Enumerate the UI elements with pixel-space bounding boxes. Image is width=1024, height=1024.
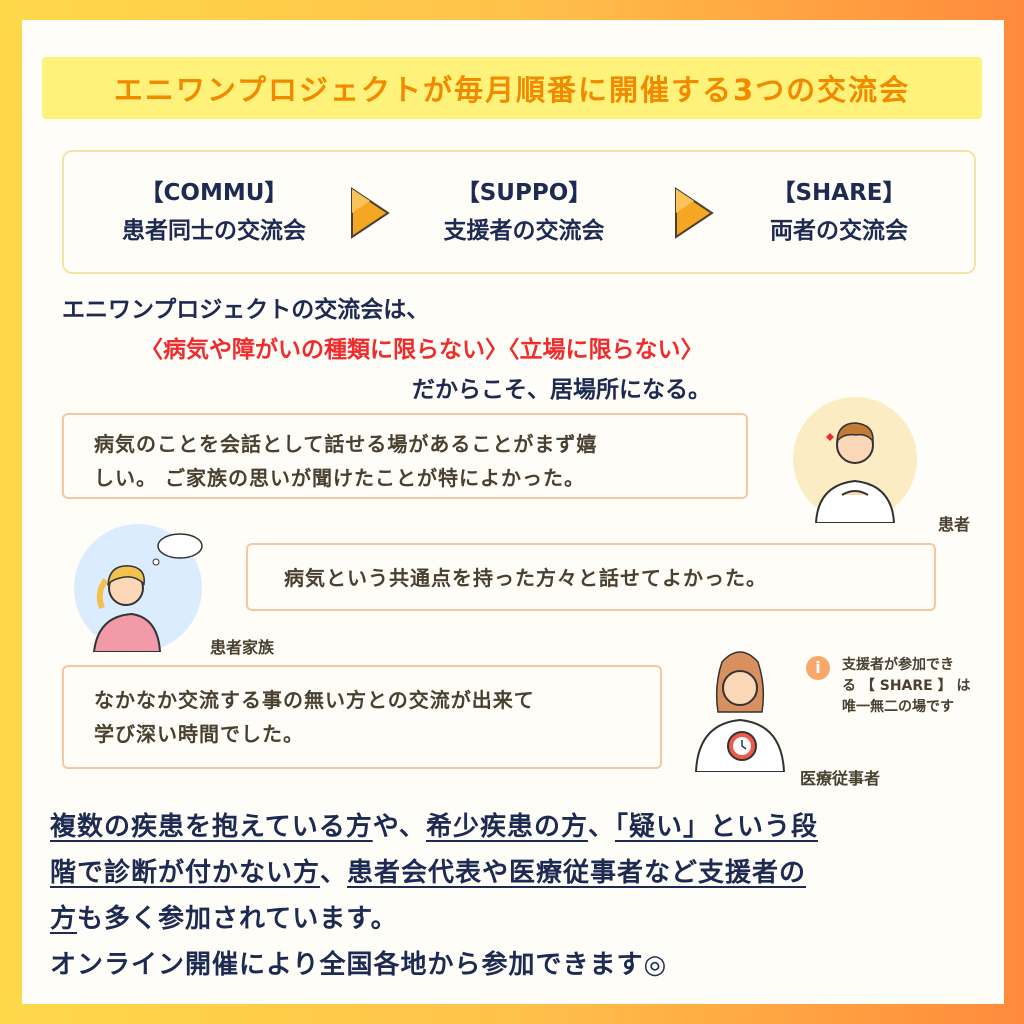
info-icon: i: [806, 656, 830, 680]
testimonial-text: 病気という共通点を持った方々と話せてよかった。: [284, 566, 767, 590]
intro-line-2: 〈病気や障がいの種類に限らない〉〈立場に限らない〉: [140, 337, 704, 363]
step-commu: 【COMMU】 患者同士の交流会: [84, 174, 344, 250]
step-tag: 【SHARE】: [772, 180, 906, 206]
description-line-3: 方も多く参加されています。: [50, 896, 990, 942]
medical-worker-illustration: [694, 651, 786, 772]
testimonial-text: 学び深い時間でした。: [94, 722, 304, 746]
highlight-text: 方: [50, 904, 78, 934]
note-line: る 【 SHARE 】 は: [842, 678, 971, 694]
step-desc: 支援者の交流会: [443, 218, 605, 244]
testimonial-text: なかなか交流する事の無い方との交流が出来て: [94, 688, 535, 712]
step-tag: 【COMMU】: [140, 180, 288, 206]
testimonial-family: 病気という共通点を持った方々と話せてよかった。: [246, 543, 936, 611]
testimonial-patient: 病気のことを会話として話せる場があることがまず嬉 しい。 ご家族の思いが聞けたこ…: [62, 413, 748, 499]
highlight-text: 複数の疾患を抱えている方: [50, 812, 373, 842]
highlight-text: 階で診断が付かない方: [50, 858, 321, 888]
participants-description: 複数の疾患を抱えている方や、希少疾患の方、「疑い」という段 階で診断が付かない方…: [50, 804, 990, 988]
family-illustration: [74, 524, 203, 652]
step-suppo: 【SUPPO】 支援者の交流会: [394, 174, 654, 250]
step-desc: 患者同士の交流会: [122, 218, 306, 244]
share-note: 支援者が参加でき る 【 SHARE 】 は 唯一無二の場です: [842, 655, 1002, 718]
intro-line-3: だからこそ、居場所になる。: [412, 377, 711, 403]
description-line-1: 複数の疾患を抱えている方や、希少疾患の方、「疑い」という段: [50, 804, 990, 850]
highlight-text: 「疑い」という段: [614, 812, 818, 842]
step-desc: 両者の交流会: [770, 218, 908, 244]
role-label-family: 患者家族: [210, 638, 275, 657]
plain-text: も多く参加されています。: [77, 904, 398, 934]
step-share: 【SHARE】 両者の交流会: [709, 174, 969, 250]
arrow-right-icon: [675, 187, 714, 239]
plain-text: 、: [320, 858, 348, 888]
plain-text: や、: [372, 812, 426, 842]
event-steps: 【COMMU】 患者同士の交流会 【SUPPO】 支援者の交流会 【SHARE】…: [62, 150, 976, 274]
page-title: エニワンプロジェクトが毎月順番に開催する3つの交流会: [42, 57, 982, 119]
testimonial-text: 病気のことを会話として話せる場があることがまず嬉: [94, 432, 598, 456]
note-line: 唯一無二の場です: [842, 699, 954, 715]
role-label-medical: 医療従事者: [800, 769, 881, 788]
highlight-text: 患者会代表や医療従事者など支援者の: [347, 858, 807, 888]
note-line: 支援者が参加でき: [842, 657, 954, 673]
role-label-patient: 患者: [938, 515, 971, 534]
highlight-text: 希少疾患の方: [425, 812, 588, 842]
plain-text: 、: [587, 812, 615, 842]
arrow-right-icon: [351, 187, 390, 239]
intro-line-1: エニワンプロジェクトの交流会は、: [62, 297, 430, 323]
testimonial-text: しい。 ご家族の思いが聞けたことが特によかった。: [94, 466, 585, 490]
description-line-2: 階で診断が付かない方、患者会代表や医療従事者など支援者の: [50, 850, 990, 896]
description-line-4: オンライン開催により全国各地から参加できます◎: [50, 950, 668, 980]
patient-illustration: [793, 397, 917, 523]
testimonial-medical: なかなか交流する事の無い方との交流が出来て 学び深い時間でした。: [62, 665, 662, 769]
step-tag: 【SUPPO】: [456, 180, 592, 206]
